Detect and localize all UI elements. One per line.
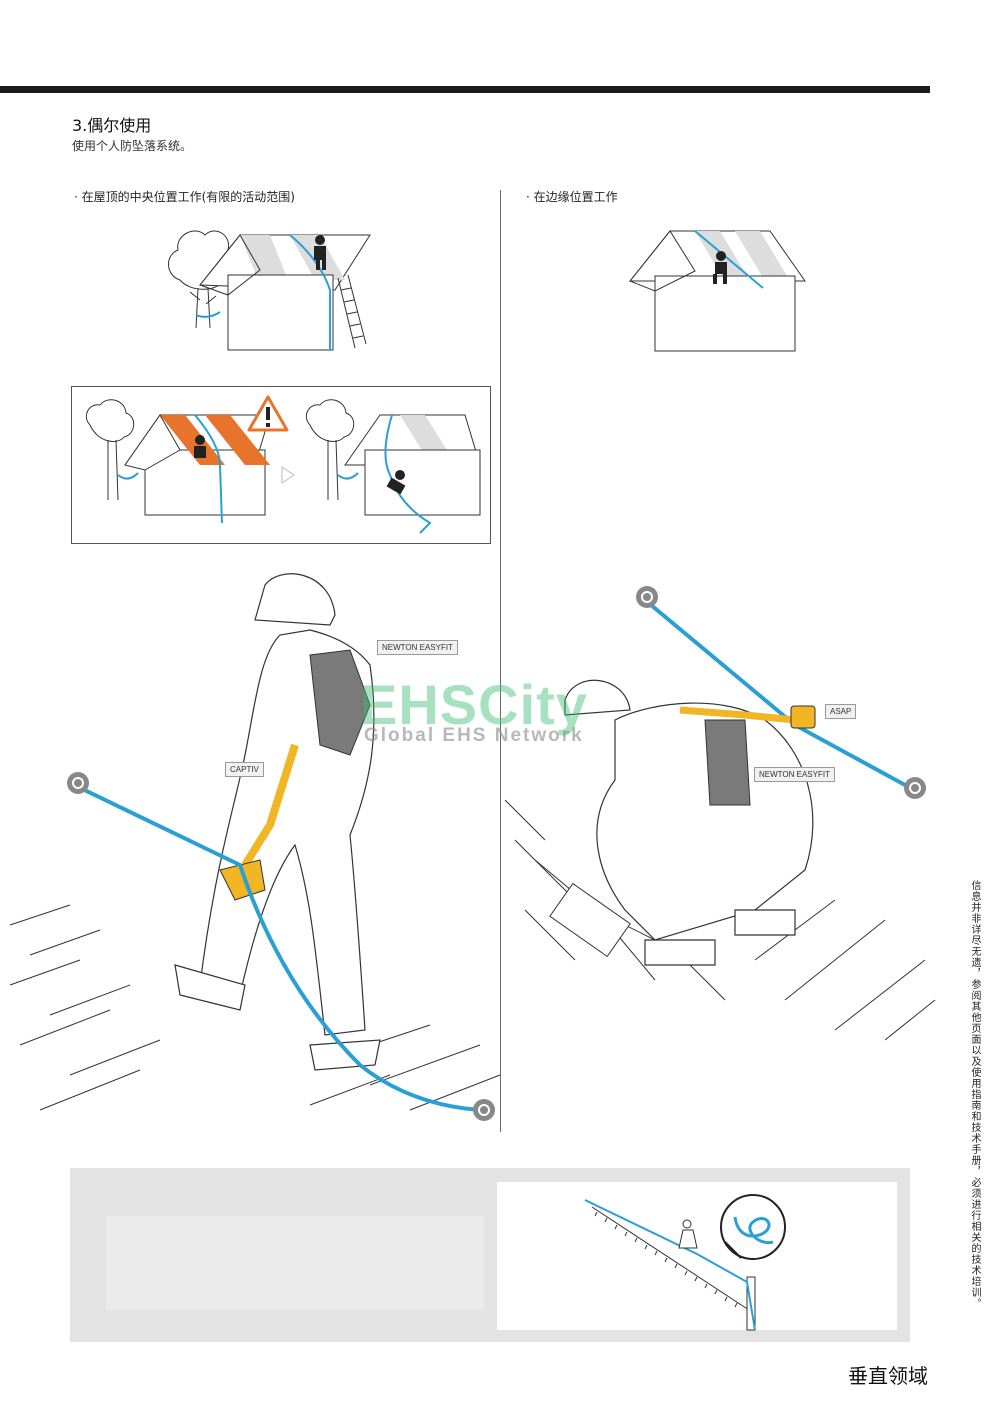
left-bullet: · 在屋顶的中央位置工作(有限的活动范围) (74, 190, 295, 204)
bottom-panel-illustration-frame (497, 1182, 897, 1330)
warning-comparison-box (71, 386, 491, 544)
anchor-icon (67, 772, 89, 794)
worker-edge-illustration (504, 586, 936, 1041)
section-subtitle: 使用个人防坠落系统。 (72, 139, 193, 153)
anchor-icon (636, 586, 658, 608)
watermark-subtitle: Global EHS Network (364, 725, 584, 746)
label-asap: ASAP (825, 704, 857, 719)
top-rule (0, 86, 930, 93)
house-edge-illustration (628, 230, 806, 352)
watermark-logo: EHSCity (360, 673, 588, 736)
footer-section-name: 垂直领域 (848, 1364, 928, 1388)
play-arrow-icon (281, 466, 295, 484)
worker-icon (314, 235, 326, 270)
bottom-panel-inner-block (106, 1216, 484, 1310)
worker-icon (713, 251, 727, 284)
right-bullet: · 在边缘位置工作 (526, 190, 618, 204)
warning-illustrations (85, 395, 481, 534)
label-newton-easyfit-left: NEWTON EASYFIT (377, 640, 458, 655)
house-center-illustration (168, 230, 371, 351)
anchor-icon (473, 1099, 495, 1121)
slope-rope-illustration (584, 1194, 786, 1331)
label-newton-easyfit-right: NEWTON EASYFIT (754, 767, 835, 782)
warning-triangle-icon (247, 395, 289, 432)
anchor-icon (904, 777, 926, 799)
side-disclaimer: 信息并非详尽无遗，参阅其他页面以及使用指南和技术手册，必须进行相关的技术培训。 (969, 880, 980, 1309)
column-divider (500, 190, 501, 1132)
label-captiv: CAPTIV (225, 762, 264, 777)
section-title: 3.偶尔使用 (72, 116, 152, 135)
worker-center-illustration (9, 573, 501, 1121)
